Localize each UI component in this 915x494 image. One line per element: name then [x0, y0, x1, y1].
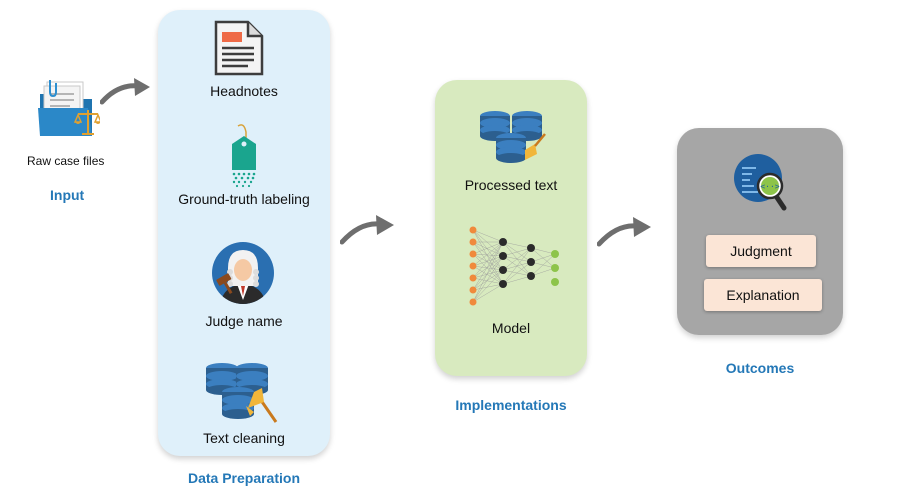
explanation-box: Explanation	[704, 279, 822, 311]
model-label: Model	[491, 320, 531, 336]
database-broom-icon	[206, 363, 278, 423]
case-files-icon	[38, 80, 100, 136]
arrow-icon	[100, 78, 150, 105]
outcomes-panel: <··> Judgment Explanation	[677, 128, 843, 335]
outcomes-title: Outcomes	[725, 360, 795, 376]
input-section: Raw case files Input	[20, 70, 120, 210]
arrow-icon	[597, 217, 651, 247]
tag-icon	[232, 124, 256, 188]
ground-truth-label: Ground-truth labeling	[178, 191, 310, 207]
raw-case-files-label: Raw case files	[27, 154, 105, 168]
arrow-icon	[340, 215, 394, 245]
processed-text-label: Processed text	[464, 177, 558, 193]
neural-network-icon	[469, 226, 559, 306]
code-search-icon: <··>	[734, 154, 787, 211]
data-preparation-title: Data Preparation	[187, 470, 301, 486]
database-icon	[480, 111, 546, 163]
svg-text:<··>: <··>	[760, 182, 779, 191]
text-cleaning-label: Text cleaning	[203, 430, 285, 446]
input-title: Input	[50, 187, 85, 203]
judgment-box: Judgment	[706, 235, 816, 267]
judge-icon	[212, 242, 274, 304]
data-preparation-panel: Headnotes Ground-truth labeling	[158, 10, 330, 456]
implementations-panel: Processed text	[435, 80, 587, 376]
document-icon	[214, 20, 264, 76]
implementations-title: Implementations	[455, 397, 567, 413]
headnotes-label: Headnotes	[210, 83, 278, 99]
judge-name-label: Judge name	[205, 313, 283, 329]
